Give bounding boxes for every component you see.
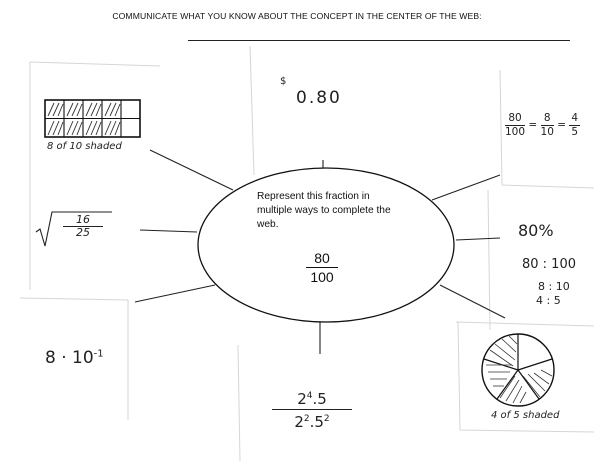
pie-model (481, 333, 555, 407)
spoke-line (134, 284, 216, 303)
equals-sign: = (528, 119, 538, 131)
equals-sign: = (557, 119, 567, 131)
powers-numerator: 24.5 (272, 387, 352, 410)
card-edge (487, 189, 491, 331)
square-root-icon (35, 211, 112, 247)
spoke-line (455, 237, 501, 241)
card-edge (499, 69, 594, 189)
dollar-sign: $ (280, 76, 287, 87)
pie-caption: 4 of 5 shaded (491, 410, 560, 421)
spoke-line (431, 174, 501, 201)
powers-num-factor: .5 (312, 390, 327, 408)
eq-num-3: 4 (569, 112, 581, 126)
sqrt-num: 16 (63, 214, 103, 227)
card-edge (19, 297, 129, 420)
ten-grid-model (44, 99, 141, 138)
center-fraction: 80 100 (306, 250, 338, 285)
eq-den-1: 100 (505, 126, 526, 138)
powers-num-exp: 4 (306, 391, 313, 401)
eq-num-2: 8 (540, 112, 554, 126)
ratio-80-100: 80 : 100 (522, 257, 576, 272)
powers-den-base: 2 (294, 413, 304, 431)
powers-den-exp2: 2 (323, 414, 330, 424)
powers-den-exp1: 2 (303, 414, 310, 424)
spoke-line (149, 149, 234, 191)
scientific-notation: 8 · 10-1 (45, 348, 104, 368)
sci-base: 8 · 10 (45, 348, 94, 368)
eq-den-2: 10 (540, 126, 554, 138)
money-value: 0.80 (296, 88, 342, 108)
card-edge (455, 321, 594, 327)
eq-num-1: 80 (505, 112, 526, 126)
ratio-4-5: 4 : 5 (536, 294, 561, 307)
center-prompt: Represent this fraction in multiple ways… (257, 191, 391, 230)
fraction-numerator: 80 (306, 250, 338, 268)
card-edge (249, 45, 255, 176)
fraction-denominator: 100 (310, 269, 334, 285)
powers-num-base: 2 (297, 390, 307, 408)
sqrt-den: 25 (76, 226, 90, 239)
powers-denominator: 22.52 (272, 410, 352, 432)
card-edge (237, 344, 241, 461)
spoke-line (139, 229, 198, 233)
ratio-8-10: 8 : 10 (538, 280, 570, 293)
card-edge (29, 61, 161, 67)
percent-value: 80% (518, 221, 554, 240)
answer-line (188, 40, 570, 41)
center-ellipse (197, 167, 455, 323)
eq-den-3: 5 (571, 126, 579, 138)
powers-fraction: 24.5 22.52 (272, 387, 352, 432)
sqrt-fraction: 16 25 (63, 214, 103, 239)
card-edge (457, 321, 594, 433)
equivalent-fractions: 80 100 = 8 10 = 4 5 (505, 112, 581, 139)
grid-caption: 8 of 10 shaded (47, 141, 122, 152)
spoke-line (439, 284, 506, 319)
instruction-heading: COMMUNICATE WHAT YOU KNOW ABOUT THE CONC… (112, 11, 482, 21)
sci-exponent: -1 (93, 348, 104, 360)
powers-den-factor: .5 (309, 413, 324, 431)
